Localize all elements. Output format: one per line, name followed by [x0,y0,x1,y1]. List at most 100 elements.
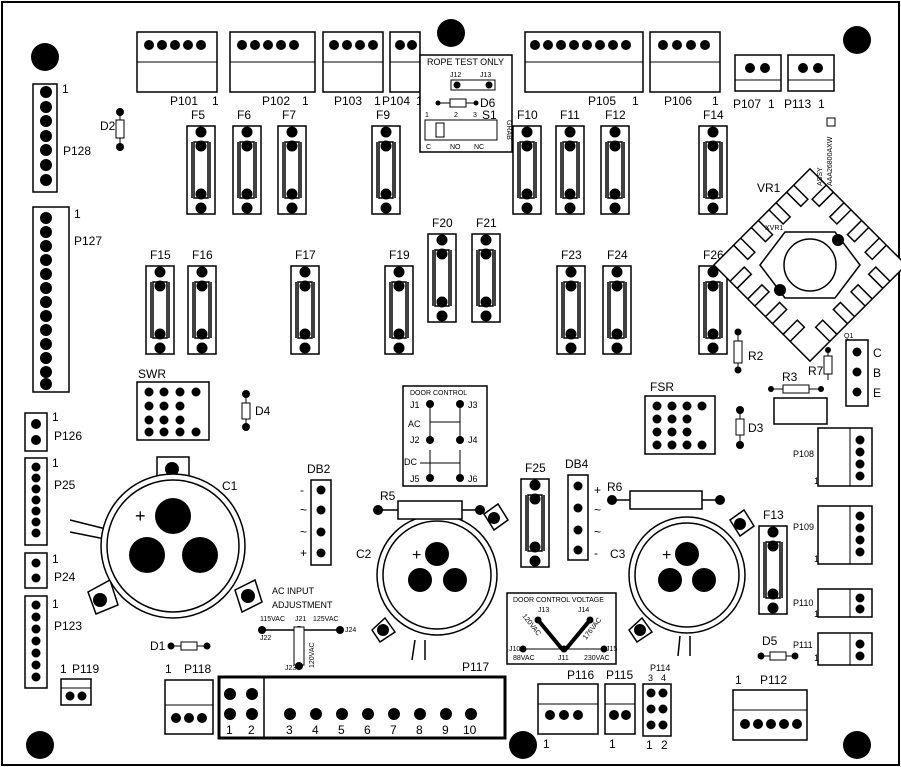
d6-label: D6 [480,96,496,110]
connector-p102[interactable]: P102 1 [229,31,316,108]
connector-p114[interactable]: P114 3 4 1 2 [642,663,672,752]
svg-text:6: 6 [364,723,371,737]
svg-text:~: ~ [594,525,601,539]
door-control-title: DOOR CONTROL [410,390,467,397]
svg-text:1: 1 [74,207,81,221]
fuse-label: F21 [476,216,497,230]
svg-text:88VAC: 88VAC [513,655,535,662]
svg-text:AC: AC [408,419,421,429]
svg-text:1: 1 [165,662,172,676]
svg-text:1: 1 [609,737,616,751]
capacitor-c1: + C1 [69,456,263,619]
svg-text:1: 1 [302,94,309,108]
svg-text:125VAC: 125VAC [313,616,339,623]
connector-p108[interactable]: P108 1 [793,427,873,487]
svg-text:1: 1 [226,723,233,737]
fuse-label: F11 [560,108,580,122]
svg-text:J5: J5 [410,474,420,484]
svg-text:+: + [135,506,146,526]
connector-p128[interactable]: 1 P128 [32,82,91,193]
svg-text:R3: R3 [782,370,798,384]
svg-text:2: 2 [454,112,458,119]
svg-text:J1: J1 [410,400,420,410]
svg-text:1: 1 [62,82,69,96]
svg-text:R2: R2 [748,349,764,363]
p110-label: P110 [793,598,813,608]
resistor-r5: R5 [373,489,485,520]
resistor-r2: R2 [733,328,764,374]
connector-p24[interactable]: 1 P24 [24,552,76,589]
p115-label: P115 [606,668,633,682]
connector-p112[interactable]: 1 P112 [732,673,808,741]
connector-p116[interactable]: P116 1 [537,668,599,751]
svg-text:R6: R6 [607,480,623,494]
connector-p126[interactable]: 1 P126 [24,410,82,452]
connector-p123[interactable]: 1 P123 [24,595,82,689]
p123-label: P123 [54,619,82,633]
connector-p106[interactable]: P106 1 [649,31,721,108]
fuse-label: F19 [389,248,410,262]
svg-text:VR1: VR1 [757,181,781,195]
bridge-db4: DB4 + ~ ~ - [565,457,601,561]
svg-text:R7: R7 [808,364,824,378]
svg-text:4: 4 [661,673,666,683]
svg-text:Q1: Q1 [844,333,853,340]
p112-label: P112 [760,673,787,687]
svg-text:J24: J24 [345,627,356,634]
connector-p127[interactable]: 1 P127 [32,206,102,393]
connector-p119[interactable]: 1 P119 [60,662,99,706]
p24-label: P24 [54,570,76,584]
connector-p25[interactable]: 1 P25 [24,456,76,546]
p108-label: P108 [793,449,814,459]
svg-text:J3: J3 [468,400,478,410]
connector-p101[interactable]: P101 1 [136,31,219,108]
svg-text:J15: J15 [606,646,617,653]
connector-p118[interactable]: 1 P118 [164,662,214,735]
fuse-label: F26 [703,248,724,262]
door-voltage-title: DOOR CONTROL VOLTAGE [513,597,604,604]
p107-label: P107 [733,97,761,111]
p118-label: P118 [184,662,211,676]
connector-p105[interactable]: P105 1 [524,31,644,108]
p114-label: P114 [650,663,670,673]
diode-d4: D4 [241,390,271,431]
connector-p113[interactable]: P113 1 [784,54,835,111]
svg-text:J6: J6 [468,474,478,484]
connector-p111[interactable]: P111 1 [793,632,873,666]
svg-text:~: ~ [300,525,307,539]
svg-text:4: 4 [312,723,319,737]
fuse-f16: F16 [187,248,217,355]
fuse-label: F25 [525,461,546,475]
svg-text:8: 8 [416,723,423,737]
p117-label: P117 [462,660,489,674]
svg-text:NC: NC [474,144,484,151]
svg-text:~: ~ [300,503,307,517]
connector-p107[interactable]: P107 1 [733,54,782,111]
svg-text:FSR: FSR [650,380,674,394]
fuse-label: F5 [191,108,205,122]
svg-text:SWR: SWR [138,367,166,381]
relay-swr: SWR [136,367,210,441]
svg-text:J11: J11 [558,655,569,662]
svg-text:+: + [662,547,671,564]
p109-label: P109 [793,522,814,532]
fuse-label: F9 [376,108,390,122]
connector-p103[interactable]: P103 1 [322,31,384,108]
connector-p110[interactable]: P110 1 [793,588,873,619]
connector-p115[interactable]: P115 1 [604,668,636,751]
fuse-label: F10 [517,108,538,122]
svg-text:1: 1 [52,552,59,566]
svg-text:ASSY: ASSY [817,167,824,186]
capacitor-c2: + C2 [356,502,510,661]
connector-p117[interactable]: P117 1 2 3 4 5 6 7 8 9 10 [217,660,507,740]
svg-text:DB4: DB4 [565,457,589,471]
svg-text:C3: C3 [610,547,626,561]
fuse-f10: F10 [512,108,542,215]
svg-text:1: 1 [735,673,742,687]
p116-label: P116 [567,668,594,682]
connector-p109[interactable]: P109 1 [793,505,873,565]
component-block [773,397,828,425]
svg-text:D1: D1 [150,639,166,653]
diode-d1: D1 [150,639,211,653]
